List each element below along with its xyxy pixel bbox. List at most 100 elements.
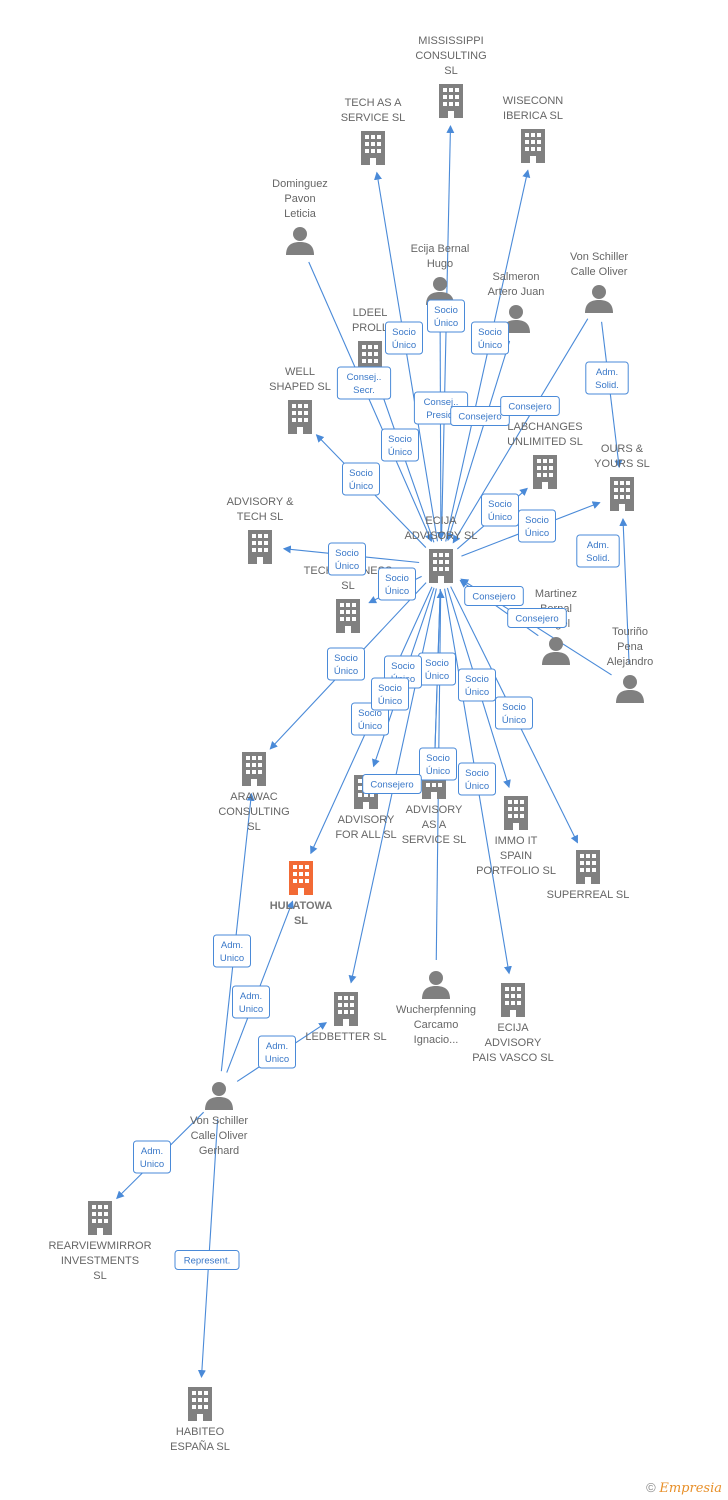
node-label: SL [294,915,308,927]
building-icon [610,477,634,511]
edge-label-box [174,1250,240,1270]
edge-label-text: Socio [426,753,450,764]
node-label: HULATOWA [270,900,333,912]
node-label: ESPAÑA SL [170,1440,230,1453]
edge-label[interactable]: Consejero [450,406,510,426]
edge-label[interactable]: Adm.Unico [133,1140,171,1174]
node-label: WELL [285,366,315,378]
building-icon [289,861,313,895]
edge-label[interactable]: Adm.Solid. [576,534,620,568]
building-icon [334,992,358,1026]
edge-label-box [507,608,567,628]
node-label: SL [444,65,457,77]
edge-label-box [419,747,457,781]
edge-label-text: Socio [434,305,458,316]
edge-label-text: Único [392,340,416,351]
node-label: PAIS VASCO SL [472,1052,554,1064]
node-label: Hugo [427,258,453,270]
node-ledbetter[interactable]: LEDBETTER SL [305,992,387,1043]
node-advisorytech[interactable]: ADVISORY &TECH SL [227,496,295,564]
person-icon [286,227,314,255]
node-label: Von Schiller [190,1115,248,1127]
node-oursyours[interactable]: OURS &YOURS SL [594,443,650,511]
edge-label[interactable]: Adm.Solid. [585,361,629,395]
edge-label-text: Consejero [370,780,413,791]
node-wucherpfenning[interactable]: WucherpfenningCarcamoIgnacio... [396,971,476,1046]
edge-label-text: Socio [385,573,409,584]
node-label: SUPERREAL SL [547,889,630,901]
edge-label[interactable]: Represent. [174,1250,240,1270]
edge-ecija-techaas [374,171,439,542]
node-label: ECIJA [425,515,457,527]
edge-label[interactable]: Adm.Unico [232,985,270,1019]
edge-label-box [385,321,423,355]
building-icon [429,549,453,583]
node-label: SL [93,1270,106,1282]
node-label: SHAPED SL [269,381,331,393]
edge-label-text: Único [378,696,402,707]
edge-label-text: Único [425,671,449,682]
node-label: PROLL [352,322,388,334]
edge-label-box [458,762,496,796]
building-icon [501,983,525,1017]
edge-ecija-mississippi [440,124,455,542]
edge-label[interactable]: Adm.Unico [213,934,251,968]
edge-label-box [336,366,392,400]
edge-label[interactable]: Consejero [362,774,422,794]
edge-label[interactable]: Adm.Unico [258,1035,296,1069]
edge-dominguez-ecija [308,261,433,543]
edge-label[interactable]: Consej..Secr. [336,366,392,400]
node-superreal[interactable]: SUPERREAL SL [547,850,630,901]
node-wellshaped[interactable]: WELL SHAPED SL [269,366,331,434]
brand-logo[interactable]: Empresia [659,1481,722,1496]
node-label: Touriño [612,626,648,638]
node-label: REARVIEWMIRROR [48,1240,151,1252]
edge-label[interactable]: Consejero [500,396,560,416]
edge-label-box [342,462,380,496]
building-icon [576,850,600,884]
edge-label[interactable]: Consejero [507,608,567,628]
edge-label[interactable]: Consejero [464,586,524,606]
edge-label-box [378,567,416,601]
edge-label-text: Adm. [221,940,243,951]
node-hulatowa[interactable]: HULATOWA SL [270,861,333,927]
edge-tourino-oursyours [619,517,630,665]
edge-label-box [258,1035,296,1069]
